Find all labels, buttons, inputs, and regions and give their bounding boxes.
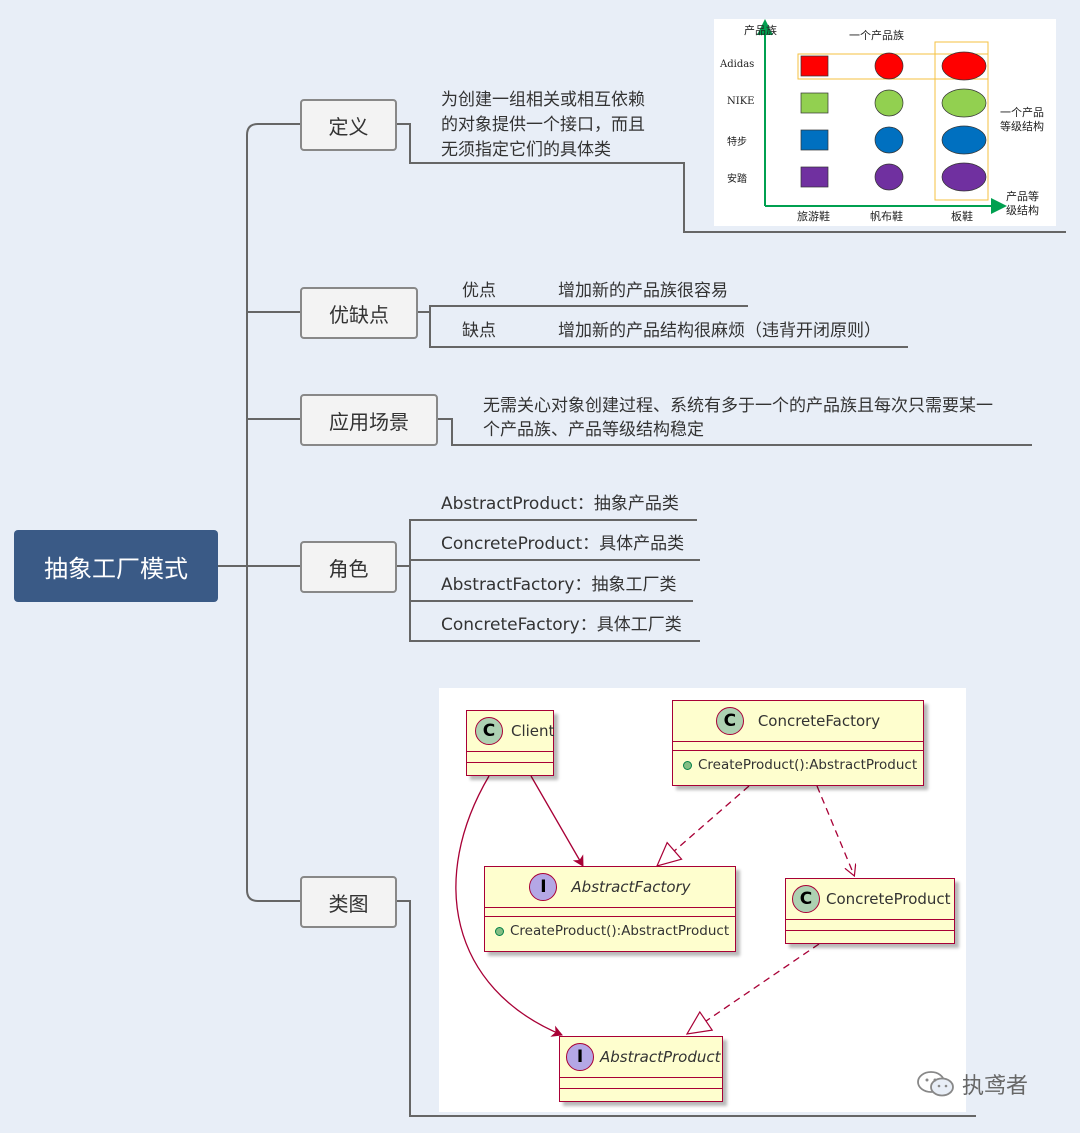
role-item[interactable]: ConcreteProduct：具体产品类 — [441, 534, 685, 554]
concrete-product-realization-arrow — [685, 943, 820, 1035]
shape-xtep-canvas — [874, 126, 904, 154]
class-concrete-product-fields — [786, 919, 954, 930]
topic-scenarios-label: 应用场景 — [329, 409, 409, 434]
chart-x-axis-label: 产品等 级结构 — [1006, 190, 1039, 218]
chart-right-label-line: 一个产品 — [1000, 106, 1044, 119]
class-client[interactable]: C Client — [466, 710, 554, 776]
cons-value[interactable]: 增加新的产品结构很麻烦（违背开闭原则） — [558, 321, 881, 341]
shape-anta-travel — [800, 166, 829, 188]
method-signature: CreateProduct():AbstractProduct — [510, 923, 730, 939]
watermark-text: 执鸢者 — [962, 1074, 1029, 1099]
shape-anta-board — [941, 162, 987, 192]
pros-key[interactable]: 优点 — [462, 281, 496, 301]
shape-adidas-canvas — [874, 52, 904, 80]
chart-column-label: 帆布鞋 — [870, 210, 903, 223]
shape-xtep-travel — [800, 129, 829, 151]
class-abstract-product[interactable]: I AbstractProduct — [559, 1036, 723, 1102]
chart-row-label: 特步 — [727, 137, 747, 148]
chart-x-axis-label-line: 级结构 — [1006, 204, 1039, 217]
shape-nike-canvas — [874, 89, 904, 117]
chart-x-axis-label-line: 产品等 — [1006, 190, 1039, 203]
class-concrete-product-methods — [786, 930, 954, 931]
interface-stereotype-icon: I — [566, 1043, 594, 1071]
definition-line: 无须指定它们的具体类 — [441, 140, 611, 160]
chart-y-axis-label: 产品族 — [744, 24, 777, 37]
class-abstract-product-name: AbstractProduct — [600, 1048, 721, 1066]
concrete-factory-realization-arrow — [655, 785, 750, 867]
shape-nike-board — [941, 88, 987, 118]
class-stereotype-icon: C — [715, 707, 744, 735]
class-diagram-arrows — [455, 775, 966, 1037]
topic-pros-cons-label: 优缺点 — [329, 302, 389, 327]
topic-class-diagram-label: 类图 — [328, 891, 369, 916]
chart-right-label: 一个产品 等级结构 — [1000, 106, 1044, 134]
topic-pros-cons[interactable]: 优缺点 — [300, 287, 418, 339]
chart-row-label: 安踏 — [727, 174, 747, 185]
product-family-chart: 产品族 一个产品族 Adidas NIKE 特步 安踏 旅游鞋 帆布鞋 板鞋 一… — [714, 19, 1056, 226]
class-concrete-product-name: ConcreteProduct — [826, 890, 951, 908]
client-to-abstract-product-arrow — [455, 775, 563, 1037]
class-concrete-factory-name: ConcreteFactory — [757, 712, 881, 730]
topic-roles-label: 角色 — [328, 556, 369, 581]
definition-text[interactable]: 为创建一组相关或相互依赖 的对象提供一个接口，而且 无须指定它们的具体类 — [441, 88, 645, 163]
root-topic[interactable]: 抽象工厂模式 — [14, 530, 218, 602]
chart-row-label: NIKE — [727, 96, 755, 107]
watermark: 执鸢者 — [916, 1068, 1028, 1100]
class-stereotype-icon: C — [792, 885, 820, 913]
topic-definition[interactable]: 定义 — [300, 99, 397, 151]
scenarios-text[interactable]: 无需关心对象创建过程、系统有多于一个的产品族且每次只需要某一 个产品族、产品等级… — [483, 394, 993, 442]
wechat-icon — [917, 1071, 954, 1097]
shape-adidas-board — [941, 51, 987, 81]
topic-roles[interactable]: 角色 — [300, 541, 397, 593]
role-item[interactable]: AbstractFactory：抽象工厂类 — [441, 575, 677, 595]
role-item[interactable]: ConcreteFactory：具体工厂类 — [441, 615, 682, 635]
shape-xtep-board — [941, 125, 987, 155]
cons-key[interactable]: 缺点 — [462, 321, 496, 341]
class-concrete-factory-method: CreateProduct():AbstractProduct — [673, 750, 923, 779]
chart-column-label: 板鞋 — [951, 210, 973, 223]
topic-class-diagram[interactable]: 类图 — [300, 876, 397, 928]
chart-right-label-line: 等级结构 — [1000, 120, 1044, 133]
class-concrete-factory[interactable]: C ConcreteFactory CreateProduct():Abstra… — [672, 700, 924, 786]
role-item[interactable]: AbstractProduct：抽象产品类 — [441, 494, 679, 514]
class-client-name: Client — [511, 722, 555, 740]
class-abstract-product-methods — [560, 1088, 722, 1089]
class-abstract-product-fields — [560, 1077, 722, 1088]
topic-definition-label: 定义 — [328, 114, 369, 139]
public-method-icon — [495, 926, 504, 936]
class-abstract-factory-fields — [485, 907, 735, 916]
shape-adidas-travel — [800, 55, 829, 77]
root-label: 抽象工厂模式 — [44, 554, 188, 583]
public-method-icon — [683, 760, 692, 770]
pros-value[interactable]: 增加新的产品族很容易 — [558, 281, 728, 301]
chart-column-label: 旅游鞋 — [797, 210, 830, 223]
class-concrete-product[interactable]: C ConcreteProduct — [785, 878, 955, 944]
concrete-factory-to-concrete-product-arrow — [816, 785, 854, 875]
definition-line: 的对象提供一个接口，而且 — [441, 115, 645, 135]
scenarios-line: 个产品族、产品等级结构稳定 — [483, 420, 704, 440]
class-concrete-factory-fields — [673, 741, 923, 750]
class-client-methods — [467, 762, 553, 763]
client-to-abstract-factory-arrow — [530, 775, 584, 867]
chart-top-label: 一个产品族 — [849, 29, 904, 42]
shape-nike-travel — [800, 92, 829, 114]
scenarios-line: 无需关心对象创建过程、系统有多于一个的产品族且每次只需要某一 — [483, 396, 993, 416]
level-highlight-frame — [934, 41, 989, 201]
method-signature: CreateProduct():AbstractProduct — [698, 757, 918, 773]
definition-line: 为创建一组相关或相互依赖 — [441, 90, 645, 110]
class-diagram-panel: C Client C ConcreteFactory CreateProduct… — [439, 688, 966, 1112]
class-client-fields — [467, 751, 553, 762]
class-stereotype-icon: C — [475, 717, 503, 745]
shape-anta-canvas — [874, 163, 904, 191]
class-abstract-factory-name: AbstractFactory — [571, 878, 691, 896]
chart-row-label: Adidas — [720, 59, 755, 70]
interface-stereotype-icon: I — [529, 873, 558, 901]
product-family-chart-svg — [757, 19, 1007, 214]
class-abstract-factory-method: CreateProduct():AbstractProduct — [485, 916, 735, 945]
class-abstract-factory[interactable]: I AbstractFactory CreateProduct():Abstra… — [484, 866, 736, 952]
topic-scenarios[interactable]: 应用场景 — [300, 394, 438, 446]
